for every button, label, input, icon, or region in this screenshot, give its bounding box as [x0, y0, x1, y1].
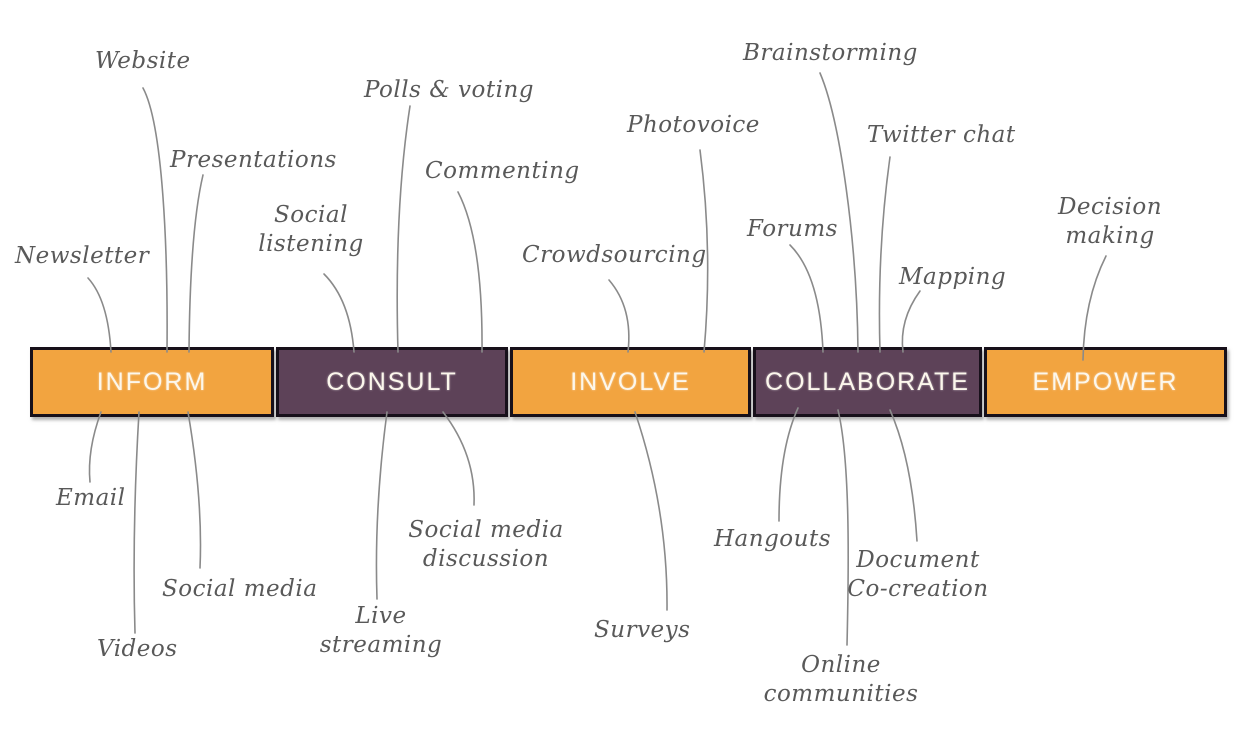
- stage-involve: INVOLVE: [510, 347, 751, 417]
- connector-surveys-to-involve: [634, 411, 668, 611]
- label-social-listening: Social listening: [258, 202, 364, 257]
- connector-videos-to-inform: [133, 411, 140, 634]
- label-online-communities: Online communities: [763, 652, 919, 707]
- label-social-media-discussion: Social media discussion: [408, 517, 564, 572]
- label-crowdsourcing: Crowdsourcing: [522, 242, 707, 268]
- label-brainstorming: Brainstorming: [743, 40, 918, 66]
- label-document-cocreation: Document Co-creation: [847, 547, 989, 602]
- label-email: Email: [56, 485, 126, 511]
- connector-document-cocreation-to-collaborate: [889, 409, 918, 542]
- connector-mapping-to-collaborate: [901, 290, 921, 353]
- label-polls-voting: Polls & voting: [364, 77, 534, 103]
- connector-live-streaming-to-consult: [375, 411, 388, 600]
- label-forums: Forums: [747, 216, 838, 242]
- connector-social-media-to-inform: [187, 411, 202, 569]
- connector-sm-discussion-to-consult: [442, 411, 475, 506]
- connector-email-to-inform: [88, 411, 102, 483]
- label-mapping: Mapping: [899, 264, 1007, 290]
- connector-polls-voting-to-consult: [396, 105, 411, 353]
- label-newsletter: Newsletter: [15, 243, 150, 269]
- label-hangouts: Hangouts: [714, 526, 832, 552]
- connector-social-listening-to-consult: [323, 273, 355, 353]
- stage-inform: INFORM: [30, 347, 274, 417]
- connector-crowdsourcing-to-involve: [608, 279, 630, 353]
- label-photovoice: Photovoice: [627, 112, 760, 138]
- connector-brainstorming-to-collaborate: [819, 72, 859, 353]
- label-decision-making: Decision making: [1057, 194, 1163, 249]
- label-surveys: Surveys: [594, 617, 691, 643]
- connector-hangouts-to-collaborate: [778, 407, 799, 522]
- connector-newsletter-to-inform: [87, 277, 112, 353]
- stage-empower: EMPOWER: [984, 347, 1227, 417]
- connector-online-communities-to-collaborate: [837, 409, 850, 646]
- label-commenting: Commenting: [425, 158, 580, 184]
- stage-collaborate: COLLABORATE: [753, 347, 982, 417]
- connector-commenting-to-consult: [457, 191, 483, 353]
- label-live-streaming: Live streaming: [319, 603, 443, 658]
- connector-decision-making-to-empower: [1082, 255, 1107, 361]
- connector-website-to-inform: [142, 87, 168, 353]
- label-videos: Videos: [97, 636, 178, 662]
- connector-twitter-chat-to-collaborate: [878, 156, 891, 353]
- connector-presentations-to-inform: [188, 174, 204, 353]
- label-social-media: Social media: [162, 576, 318, 602]
- label-website: Website: [95, 48, 191, 74]
- label-presentations: Presentations: [170, 147, 337, 173]
- spectrum-bar: INFORM CONSULT INVOLVE COLLABORATE EMPOW…: [30, 347, 1229, 417]
- stage-consult: CONSULT: [276, 347, 508, 417]
- connector-forums-to-collaborate: [789, 244, 824, 353]
- label-twitter-chat: Twitter chat: [867, 122, 1016, 148]
